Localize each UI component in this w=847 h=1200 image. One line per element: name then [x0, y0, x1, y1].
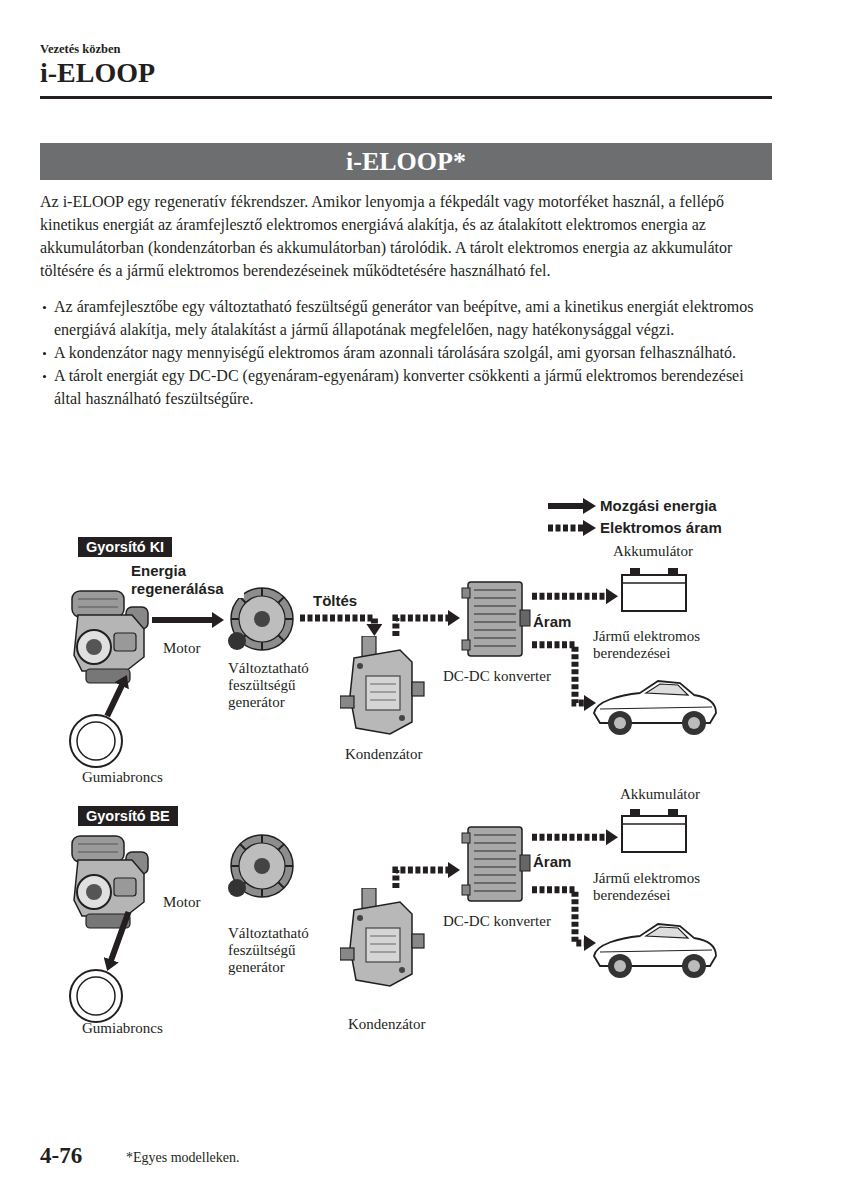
component: Kondenzátor — [340, 888, 426, 992]
body-text: Az i-ELOOP egy regeneratív fékrendszer. … — [40, 190, 772, 410]
component-label: DC-DC konverter — [443, 913, 573, 930]
bullet-item: A kondenzátor nagy mennyiségű elektromos… — [40, 341, 772, 364]
component: Gumiabroncs — [68, 713, 124, 769]
bullet-item: A tárolt energiát egy DC-DC (egyenáram-e… — [40, 364, 772, 410]
legend-text: Elektromos áram — [600, 519, 722, 537]
component: DC-DC konverter — [460, 580, 532, 660]
component: Akkumulátor — [618, 806, 690, 854]
running-title: i-ELOOP — [40, 58, 155, 88]
component-label: Jármű elektromos berendezései — [593, 870, 733, 904]
component-label: Gumiabroncs — [82, 1020, 192, 1037]
mode-tag: Gyorsító BE — [78, 806, 178, 826]
component-label: Gumiabroncs — [82, 769, 192, 786]
legend-text: Mozgási energia — [600, 497, 717, 515]
component-label: Kondenzátor — [348, 1016, 458, 1033]
converter-drawing — [462, 827, 530, 901]
component-label: Változtatható feszültségű generátor — [228, 925, 323, 976]
converter-drawing — [462, 582, 530, 656]
component-label: Változtatható feszültségű generátor — [228, 660, 323, 711]
tire-drawing — [70, 970, 122, 1022]
legend-sample-dashed — [548, 520, 596, 536]
energy-arrow — [111, 912, 129, 961]
edge-label: Áram — [532, 613, 584, 631]
component: DC-DC konverter — [460, 825, 532, 905]
battery-drawing — [622, 568, 686, 611]
engine-drawing — [72, 836, 148, 928]
engine-drawing — [72, 591, 148, 683]
edge-label: Töltés — [312, 592, 384, 610]
component-label: Akkumulátor — [620, 786, 730, 803]
generator-drawing — [228, 835, 293, 897]
capacitor-drawing — [340, 636, 424, 734]
tag-text: Gyorsító KI — [86, 538, 164, 556]
bullet-dot — [42, 305, 47, 310]
battery-drawing — [622, 809, 686, 852]
capacitor-drawing — [340, 888, 424, 986]
bullet-text: Az áramfejlesztőbe egy változtatható fes… — [54, 298, 753, 338]
component-label: Akkumulátor — [613, 543, 723, 560]
tire-drawing — [70, 715, 122, 767]
bullet-dot — [42, 374, 47, 379]
component-label: Motor — [163, 894, 223, 911]
component-label: Motor — [163, 640, 223, 657]
energy-arrow — [152, 617, 213, 623]
bullet-item: Az áramfejlesztőbe egy változtatható fes… — [40, 295, 772, 341]
section-band: i-ELOOP* — [40, 143, 772, 180]
tag-text: Gyorsító BE — [86, 807, 170, 825]
component: Jármű elektromos berendezései — [596, 910, 720, 976]
current-arrow — [396, 870, 449, 888]
current-arrow — [300, 618, 374, 625]
section-name: Vezetés közben — [40, 42, 120, 56]
component: Változtatható feszültségű generátor — [224, 830, 300, 902]
bullet-text: A kondenzátor nagy mennyiségű elektromos… — [54, 344, 736, 361]
header-rule — [40, 96, 772, 99]
component-label: Jármű elektromos berendezései — [593, 628, 733, 662]
component: Gumiabroncs — [68, 968, 124, 1024]
mode-tag: Gyorsító KI — [78, 537, 172, 557]
page-number: 4-76 — [40, 1143, 82, 1169]
paragraph: Az i-ELOOP egy regeneratív fékrendszer. … — [40, 190, 772, 282]
bullet-text: A tárolt energiát egy DC-DC (egyenáram-e… — [54, 367, 744, 407]
edge-label: Energia regenerálása — [130, 562, 244, 598]
edge-label: Áram — [532, 853, 584, 871]
component-label: Kondenzátor — [345, 746, 455, 763]
footnote: *Egyes modelleken. — [126, 1150, 240, 1166]
current-arrow — [532, 593, 607, 600]
component: Jármű elektromos berendezései — [596, 668, 720, 738]
legend-sample-solid — [548, 498, 596, 514]
current-arrow — [532, 834, 607, 841]
bullet-list: Az áramfejlesztőbe egy változtatható fes… — [40, 295, 772, 410]
car-drawing — [594, 924, 716, 978]
component-label: DC-DC konverter — [443, 668, 573, 685]
energy-arrow — [107, 685, 122, 716]
band-title: i-ELOOP* — [346, 147, 466, 177]
component: Kondenzátor — [340, 636, 426, 740]
component: Akkumulátor — [618, 565, 690, 613]
component: Motor — [68, 830, 152, 912]
current-arrow — [396, 618, 449, 636]
bullet-dot — [42, 351, 47, 356]
component: Motor — [68, 585, 152, 675]
car-drawing — [594, 681, 716, 735]
